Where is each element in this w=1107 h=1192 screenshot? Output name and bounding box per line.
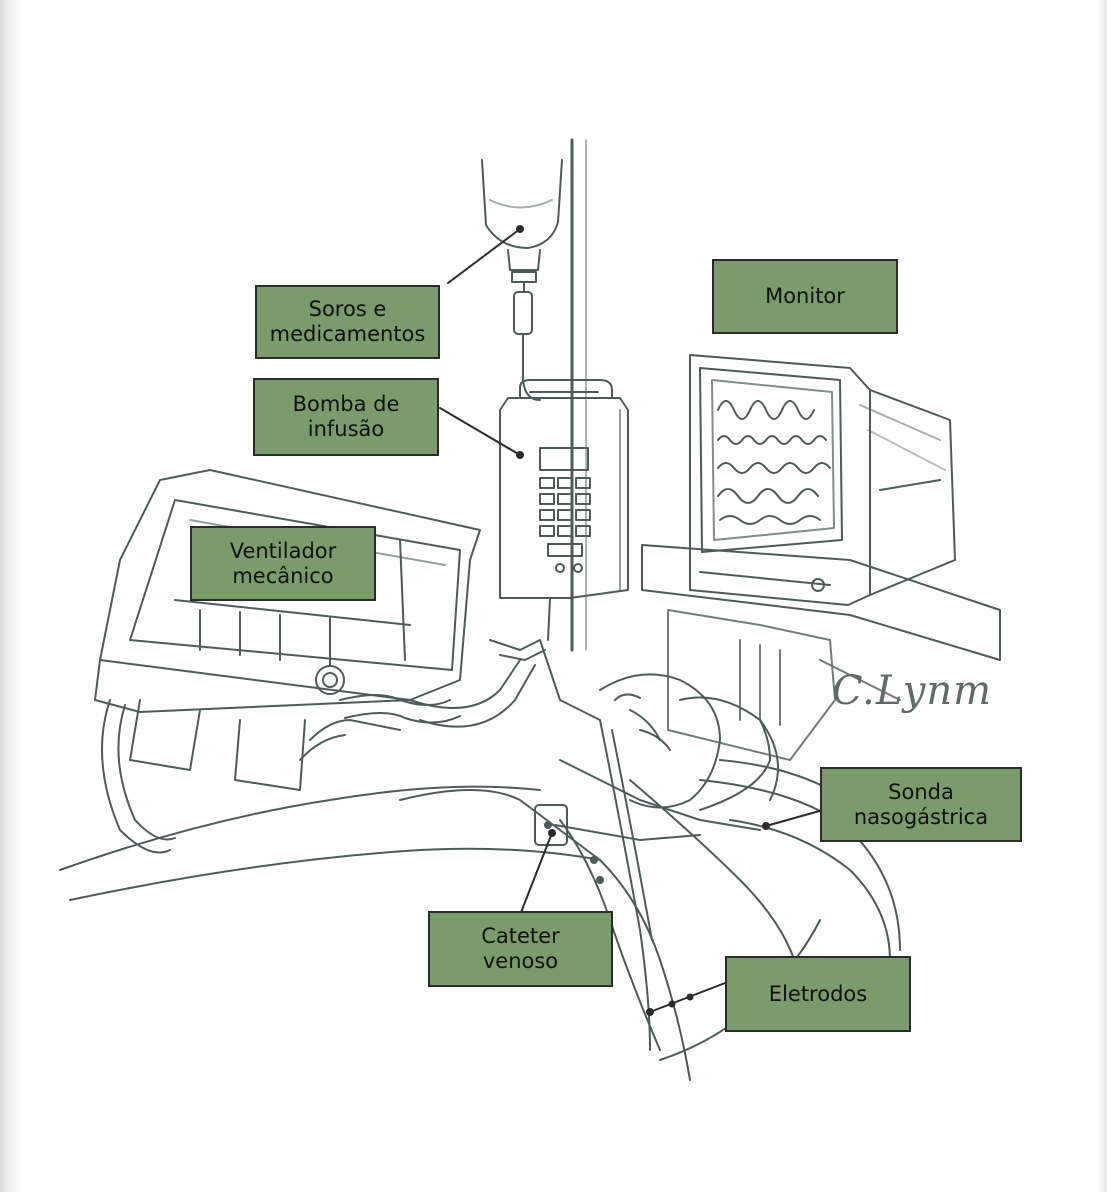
label-ventilador-mecanico: Ventilador mecânico [190, 526, 376, 601]
label-soros-medicamentos: Soros e medicamentos [255, 285, 440, 359]
label-eletrodos: Eletrodos [725, 956, 911, 1032]
label-cateter-venoso: Cateter venoso [428, 911, 613, 987]
artist-signature: C.Lynm [832, 668, 992, 714]
infusion-pump [500, 380, 628, 640]
iv-bag [482, 160, 562, 400]
label-sonda-nasogastrica: Sonda nasogástrica [820, 767, 1022, 842]
leader-lines [440, 226, 823, 1015]
iv-pole [572, 140, 586, 650]
ventilator-tubing [102, 640, 600, 853]
label-bomba-infusao: Bomba de infusão [253, 378, 439, 456]
label-monitor: Monitor [712, 259, 898, 334]
